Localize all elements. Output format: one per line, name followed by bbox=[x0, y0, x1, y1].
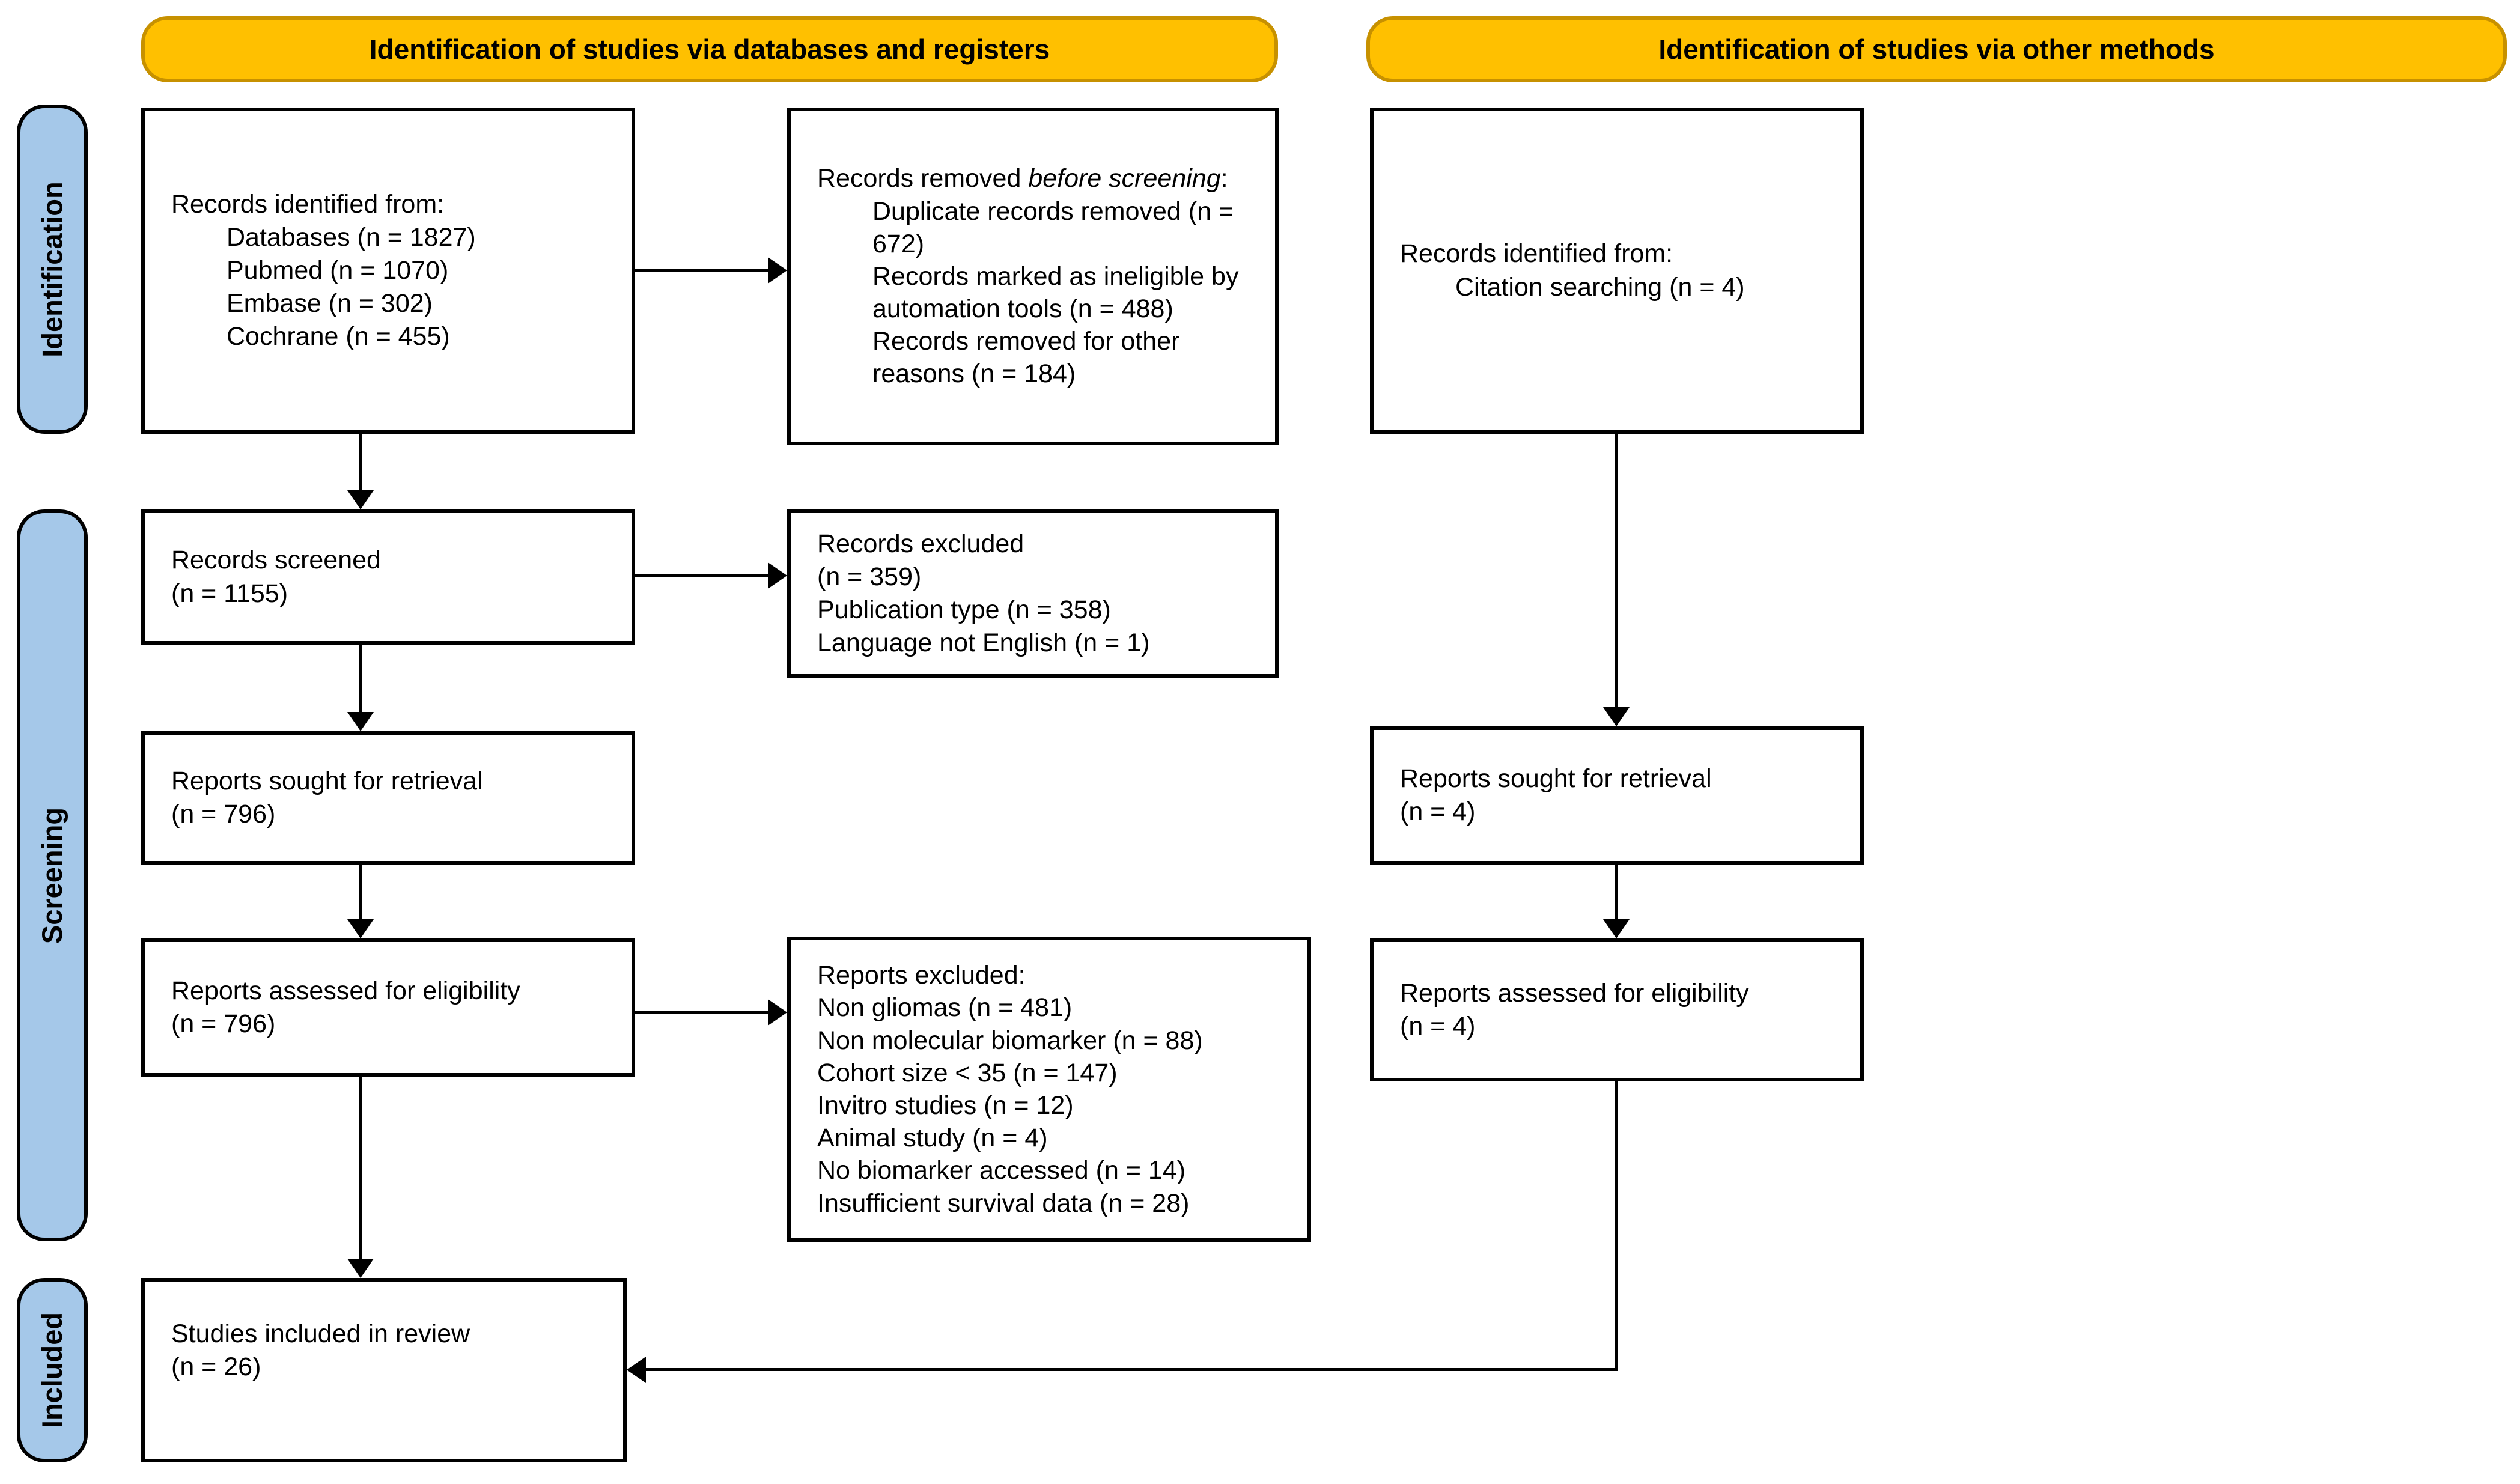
connector-screened-to-excluded bbox=[635, 574, 768, 577]
list-item: Duplicate records removed (n = 672) bbox=[872, 196, 1234, 258]
box-line: Reports assessed for eligibility bbox=[171, 976, 520, 1005]
list-item: Pubmed (n = 1070) bbox=[227, 255, 449, 285]
connector-identified-to-screened bbox=[359, 434, 362, 491]
box-title: Records identified from: bbox=[1400, 239, 1673, 269]
box-line: Studies included in review bbox=[171, 1319, 470, 1348]
arrowhead-down-icon bbox=[1603, 919, 1630, 938]
box-line: Reports assessed for eligibility bbox=[1400, 978, 1749, 1008]
box-records-screened: Records screened (n = 1155) bbox=[141, 509, 635, 645]
box-line: Publication type (n = 358) bbox=[817, 595, 1111, 624]
box-line: (n = 359) bbox=[817, 562, 922, 591]
stage-included-label: Included bbox=[36, 1312, 68, 1429]
box-records-excluded: Records excluded (n = 359) Publication t… bbox=[787, 509, 1279, 678]
list-item: Databases (n = 1827) bbox=[227, 222, 476, 252]
box-reports-sought-databases: Reports sought for retrieval (n = 796) bbox=[141, 731, 635, 865]
box-line: (n = 796) bbox=[171, 1009, 276, 1038]
stage-identification-label: Identification bbox=[36, 181, 68, 357]
connector-identified-to-removed bbox=[635, 269, 768, 272]
connector-sought-other-to-assessed bbox=[1615, 865, 1618, 920]
list-item: Records removed for other reasons (n = 1… bbox=[872, 327, 1180, 389]
box-reports-sought-other: Reports sought for retrieval (n = 4) bbox=[1370, 726, 1864, 865]
box-line: Cohort size < 35 (n = 147) bbox=[817, 1058, 1118, 1087]
stage-identification: Identification bbox=[17, 105, 88, 434]
list-item: Cochrane (n = 455) bbox=[227, 322, 450, 351]
box-studies-included: Studies included in review (n = 26) bbox=[141, 1278, 627, 1462]
stage-screening: Screening bbox=[17, 509, 88, 1241]
box-records-identified-databases: Records identified from: Databases (n = … bbox=[141, 108, 635, 434]
arrowhead-down-icon bbox=[347, 919, 374, 938]
connector-assessed-to-excluded bbox=[635, 1011, 768, 1014]
box-line: No biomarker accessed (n = 14) bbox=[817, 1156, 1186, 1185]
list-item: Embase (n = 302) bbox=[227, 289, 433, 318]
box-line: Reports sought for retrieval bbox=[1400, 764, 1712, 793]
arrowhead-right-icon bbox=[768, 562, 787, 589]
box-line: Records screened bbox=[171, 546, 381, 575]
arrowhead-left-icon bbox=[627, 1357, 646, 1383]
connector-identified-other-to-sought bbox=[1615, 434, 1618, 708]
box-records-removed-before-screening: Records removed before screening: Duplic… bbox=[787, 108, 1279, 445]
box-line: Reports sought for retrieval bbox=[171, 766, 483, 795]
connector-assessed-other-down bbox=[1615, 1081, 1618, 1371]
box-line: Non gliomas (n = 481) bbox=[817, 993, 1073, 1023]
box-reports-assessed-other: Reports assessed for eligibility (n = 4) bbox=[1370, 938, 1864, 1081]
arrowhead-down-icon bbox=[347, 1259, 374, 1278]
box-line: (n = 4) bbox=[1400, 797, 1476, 826]
stage-included: Included bbox=[17, 1278, 88, 1462]
box-line: Language not English (n = 1) bbox=[817, 628, 1150, 658]
banner-other-methods-label: Identification of studies via other meth… bbox=[1658, 34, 2215, 65]
box-line: (n = 4) bbox=[1400, 1012, 1476, 1041]
arrowhead-right-icon bbox=[768, 999, 787, 1026]
stage-screening-label: Screening bbox=[36, 807, 68, 944]
box-line: (n = 26) bbox=[171, 1352, 261, 1382]
arrowhead-right-icon bbox=[768, 257, 787, 284]
box-title: Records removed before screening: bbox=[817, 164, 1228, 193]
box-line: (n = 796) bbox=[171, 800, 276, 829]
list-item: Records marked as ineligible by automati… bbox=[872, 261, 1239, 324]
box-line: Insufficient survival data (n = 28) bbox=[817, 1188, 1190, 1218]
list-item: Citation searching (n = 4) bbox=[1455, 272, 1745, 302]
box-line: Reports excluded: bbox=[817, 961, 1026, 990]
box-line: (n = 1155) bbox=[171, 579, 288, 608]
banner-databases-registers-label: Identification of studies via databases … bbox=[369, 34, 1050, 65]
connector-assessed-other-to-included bbox=[646, 1368, 1618, 1371]
box-line: Non molecular biomarker (n = 88) bbox=[817, 1026, 1203, 1055]
box-line: Animal study (n = 4) bbox=[817, 1124, 1048, 1153]
box-title: Records identified from: bbox=[171, 189, 445, 219]
connector-sought-to-assessed bbox=[359, 865, 362, 920]
arrowhead-down-icon bbox=[1603, 707, 1630, 726]
arrowhead-down-icon bbox=[347, 712, 374, 731]
banner-other-methods: Identification of studies via other meth… bbox=[1366, 16, 2507, 82]
connector-screened-to-sought bbox=[359, 645, 362, 713]
box-line: Records excluded bbox=[817, 529, 1024, 558]
arrowhead-down-icon bbox=[347, 490, 374, 509]
box-records-identified-other: Records identified from: Citation search… bbox=[1370, 108, 1864, 434]
box-line: Invitro studies (n = 12) bbox=[817, 1091, 1074, 1120]
box-reports-excluded: Reports excluded: Non gliomas (n = 481) … bbox=[787, 937, 1311, 1242]
connector-assessed-to-included bbox=[359, 1077, 362, 1260]
box-reports-assessed-databases: Reports assessed for eligibility (n = 79… bbox=[141, 938, 635, 1077]
banner-databases-registers: Identification of studies via databases … bbox=[141, 16, 1278, 82]
